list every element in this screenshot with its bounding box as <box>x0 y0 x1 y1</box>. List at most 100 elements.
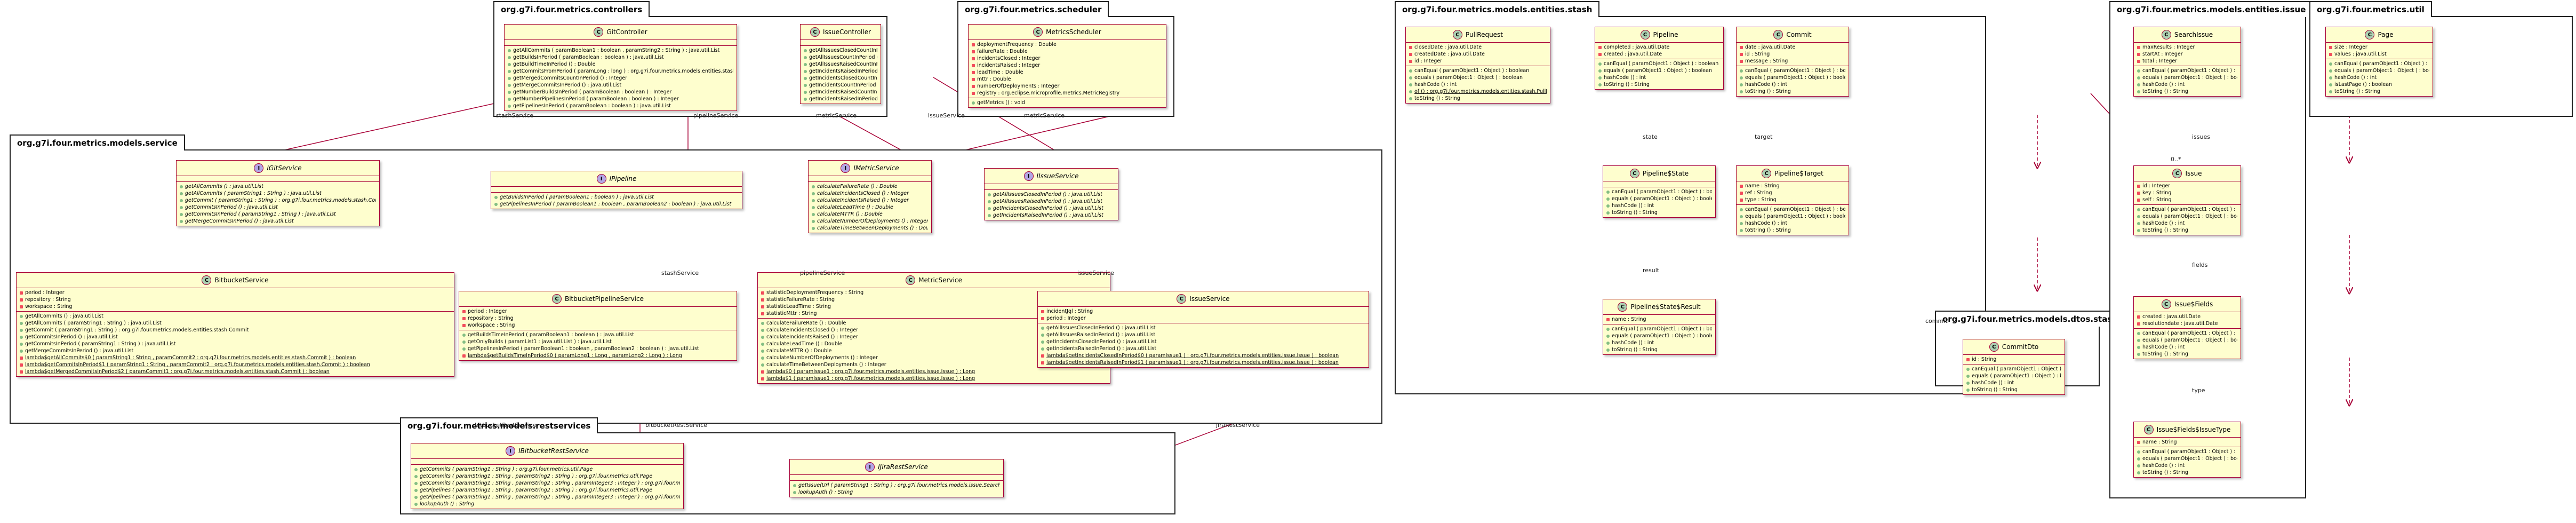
private-visibility-icon <box>2137 440 2140 444</box>
method-row: getBuildsTimeInPeriod ( paramBoolean1 : … <box>462 331 733 338</box>
public-visibility-icon <box>1606 341 1610 345</box>
method-row: calculateMTTR () : Double <box>812 211 928 218</box>
class-icon: C <box>810 27 820 37</box>
method-row: isLastPage () : boolean <box>2329 81 2429 88</box>
method-text: equals ( paramObject1 : Object ) : boole… <box>1612 196 1712 202</box>
field-row: completed : java.util.Date <box>1598 44 1720 51</box>
public-visibility-icon <box>20 328 23 332</box>
public-visibility-icon <box>1598 62 1602 66</box>
method-text: equals ( paramObject1 : Object ) : boole… <box>1745 213 1845 219</box>
method-row: equals ( paramObject1 : Object ) : boole… <box>2137 337 2237 344</box>
field-row: registry : org.eclipse.microprofile.metr… <box>972 90 1163 97</box>
method-row: hashCode () : int <box>2329 74 2429 81</box>
public-visibility-icon <box>804 97 807 101</box>
public-visibility-icon <box>494 195 498 199</box>
method-row: hashCode () : int <box>1598 74 1720 81</box>
method-text: hashCode () : int <box>2142 463 2185 469</box>
method-row: getAllCommits () : java.util.List <box>20 313 451 320</box>
method-text: getPipelinesInPeriod ( paramBoolean1 : b… <box>468 346 699 352</box>
method-row: getAllIssuesClosedInPeriod () : java.uti… <box>1041 324 1365 331</box>
public-visibility-icon <box>1606 348 1610 352</box>
field-row: workspace : String <box>462 322 733 329</box>
class-icon: C <box>1989 342 1999 352</box>
method-row: calculateLeadTime () : Double <box>761 340 1107 347</box>
method-text: toString () : String <box>2334 89 2380 94</box>
field-row: failureRate : Double <box>972 48 1163 55</box>
public-visibility-icon <box>2137 345 2140 349</box>
method-row: getIncidentsClosedInPeriod () : java.uti… <box>1041 338 1365 345</box>
public-visibility-icon <box>1041 340 1044 344</box>
package-title: org.g7i.four.metrics.models.dtos.stash <box>1935 311 2125 327</box>
method-row: getIncidentsRaisedInPeriod () : java.uti… <box>804 96 877 102</box>
method-text: getMergeCommitsInPeriod () : java.util.L… <box>25 348 134 354</box>
field-text: repository : String <box>25 297 71 303</box>
method-text: toString () : String <box>2142 89 2188 94</box>
method-row: calculateTimeBetweenDeployments () : Int… <box>761 361 1107 368</box>
method-row: equals ( paramObject1 : Object ) : boole… <box>1409 74 1547 81</box>
private-visibility-icon <box>972 70 975 74</box>
method-text: calculateTimeBetweenDeployments () : Dou… <box>817 225 928 231</box>
public-visibility-icon <box>1740 221 1743 225</box>
private-visibility-icon <box>2137 52 2140 56</box>
private-visibility-icon <box>972 84 975 88</box>
field-row: repository : String <box>462 315 733 322</box>
method-text: hashCode () : int <box>1972 380 2014 386</box>
public-visibility-icon <box>761 335 764 339</box>
method-text: getCommits ( paramString1 : String ) : o… <box>420 466 593 472</box>
field-text: incidentJql : String <box>1046 308 1093 314</box>
field-text: key : String <box>2142 190 2172 196</box>
method-row: getMergedCommitsCountInPeriod () : Integ… <box>508 75 733 82</box>
public-visibility-icon <box>1598 69 1602 73</box>
method-row: canEqual ( paramObject1 : Object ) : boo… <box>2137 67 2237 74</box>
method-text: canEqual ( paramObject1 : Object ) : boo… <box>2142 207 2237 212</box>
edge-label-state: state <box>1643 133 1658 140</box>
method-row: getAllIssuesClosedInPeriod () : java.uti… <box>988 191 1115 198</box>
fields-section <box>985 184 1118 190</box>
method-text: getAllCommits ( paramString1 : String ) … <box>25 320 162 326</box>
public-visibility-icon <box>2137 208 2140 211</box>
edge-label-metricservice: metricService <box>816 112 857 119</box>
method-text: calculateMTTR () : Double <box>817 211 883 217</box>
method-row: canEqual ( paramObject1 : Object ) : boo… <box>1409 67 1547 74</box>
fields-section <box>411 459 683 465</box>
methods-section: canEqual ( paramObject1 : Object ) : boo… <box>1737 66 1849 96</box>
method-row: hashCode () : int <box>1409 81 1547 88</box>
method-text: canEqual ( paramObject1 : Object ) : boo… <box>1612 189 1712 195</box>
class-icon: C <box>2161 30 2171 39</box>
field-text: statisticDeploymentFrequency : String <box>766 290 864 296</box>
field-row: createdDate : java.util.Date <box>1409 51 1547 58</box>
public-visibility-icon <box>1740 90 1743 93</box>
